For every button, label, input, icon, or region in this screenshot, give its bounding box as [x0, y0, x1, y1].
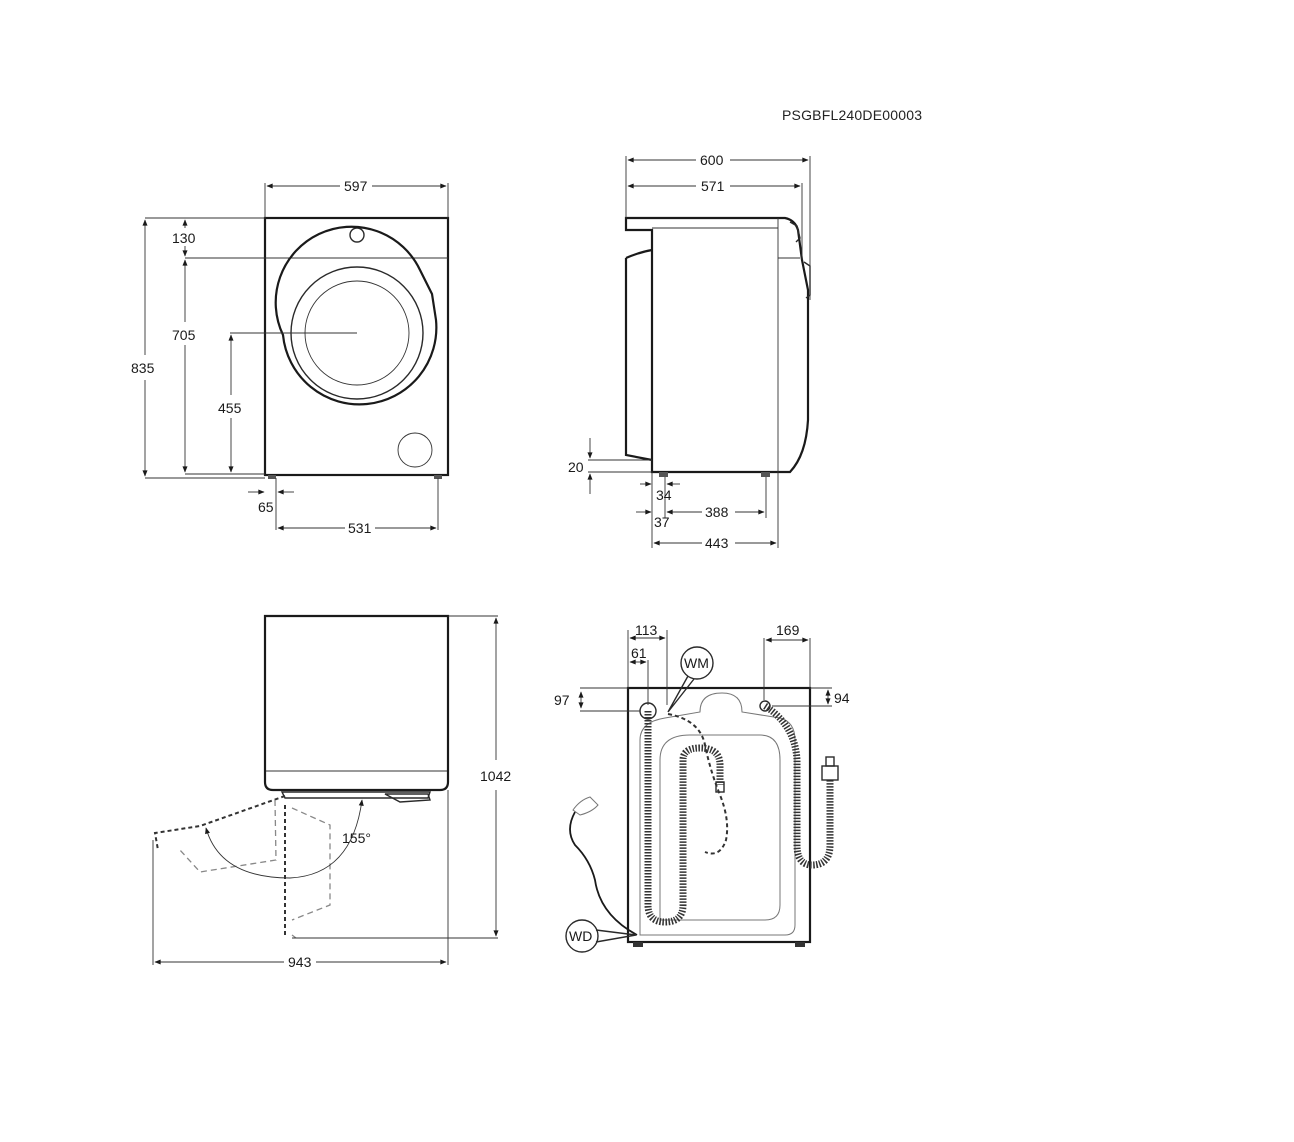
dim-door-clearance: 20 [568, 459, 584, 475]
callout-wm: WM [684, 655, 709, 671]
dim-depth-no-door: 571 [701, 178, 725, 194]
dim-foot-offset-edge: 37 [654, 514, 670, 530]
front-view: 597 835 130 705 455 65 531 [131, 178, 450, 536]
dim-body-height: 705 [172, 327, 196, 343]
dim-height-door-open: 1042 [480, 768, 511, 784]
rear-view: 113 61 97 169 94 WM WD [554, 622, 850, 953]
side-view: 600 571 20 34 37 388 443 [568, 152, 811, 551]
dim-door-angle: 155° [342, 830, 371, 846]
dim-wm-horizontal: 113 [635, 622, 658, 638]
top-view: 155° 1042 943 [152, 614, 511, 970]
dim-top-panel: 130 [172, 230, 196, 246]
dim-foot-inset: 65 [258, 499, 274, 515]
dim-overall-depth: 600 [700, 152, 724, 168]
dim-inlet-horizontal: 61 [631, 645, 647, 661]
dim-door-center: 455 [218, 400, 242, 416]
dim-front-foot-offset: 34 [656, 487, 672, 503]
dim-inlet-vertical: 97 [554, 692, 570, 708]
dim-width-door-open: 943 [288, 954, 312, 970]
document-code: PSGBFL240DE00003 [782, 107, 923, 123]
dim-base-depth: 443 [705, 535, 729, 551]
dim-foot-spacing: 531 [348, 520, 372, 536]
dim-drain-horizontal: 169 [776, 622, 800, 638]
callout-wd: WD [569, 928, 592, 944]
dim-drain-vertical: 94 [834, 690, 850, 706]
dim-total-height: 835 [131, 360, 155, 376]
dim-front-width: 597 [344, 178, 368, 194]
dim-side-foot-spacing: 388 [705, 504, 729, 520]
